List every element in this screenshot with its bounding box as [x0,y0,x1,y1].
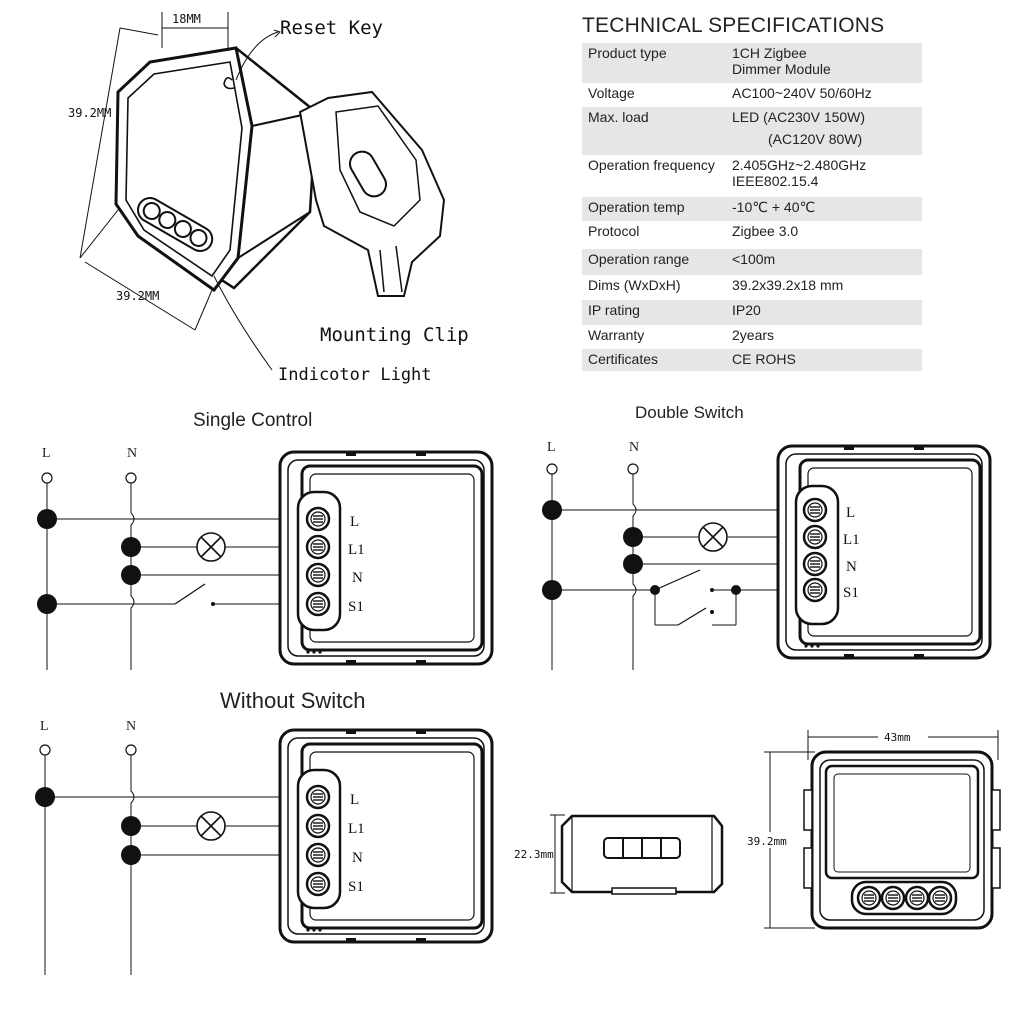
spec-label: Operation range [588,251,690,267]
spec-row-certificates: Certificates CE ROHS [582,349,922,371]
dim-width-label: 39.2MM [116,289,159,303]
spec-row-protocol: Protocol Zigbee 3.0 [582,221,922,249]
spec-value-line: Zigbee 3.0 [732,223,799,239]
double-terminal-l: L [846,505,855,521]
spec-value-line: IP20 [732,302,761,318]
spec-row-warranty: Warranty 2years [582,325,922,349]
without-terminal-l: L [350,792,359,808]
spec-value-line: -10℃ + 40℃ [732,199,816,215]
single-terminal-n: N [352,570,363,586]
spec-value-line: CE ROHS [732,351,796,367]
single-terminal-l1: L1 [348,542,365,558]
spec-label: Max. load [588,109,649,125]
front-view-dimension-drawing: 43mm 39.2mm [745,728,1001,930]
spec-label: Warranty [588,327,645,343]
single-l-label: L [42,446,51,461]
spec-label: Protocol [588,223,640,239]
double-terminal-s1: S1 [843,585,859,601]
device-isometric-drawing: 18MM 39.2MM 39.2MM Reset Key M [68,12,469,385]
spec-value: 39.2x39.2x18 mm [728,275,922,300]
spec-row-ip-rating: IP rating IP20 [582,300,922,325]
spec-value: IP20 [728,300,922,325]
spec-value-line: 1CH Zigbee [732,45,807,61]
spec-value-line: 2.405GHz~2.480GHz [732,157,867,173]
spec-value: -10℃ + 40℃ [728,197,922,221]
double-switch-diagram: Double Switch L N L L1 N S [542,403,992,670]
double-n-label: N [629,440,639,455]
single-control-title: Single Control [193,410,312,431]
without-n-label: N [126,719,136,734]
spec-value-line: 2years [732,327,775,343]
single-n-label: N [127,446,137,461]
spec-value: AC100~240V 50/60Hz [728,83,922,107]
spec-value-line: LED (AC230V 150W) [732,109,866,125]
spec-label: Voltage [588,85,635,101]
double-terminal-n: N [846,559,857,575]
without-l-label: L [40,719,49,734]
spec-value: 1CH Zigbee Dimmer Module [728,43,922,83]
dim-height-label: 39.2MM [68,106,111,120]
single-terminal-l: L [350,514,359,530]
spec-row-operation-temp: Operation temp -10℃ + 40℃ [582,197,922,221]
double-l-label: L [547,440,556,455]
mounting-clip-label: Mounting Clip [320,324,469,346]
without-switch-title: Without Switch [220,688,366,713]
spec-value: <100m [728,249,922,275]
double-terminal-l1: L1 [843,532,860,548]
without-terminal-l1: L1 [348,821,365,837]
spec-row-operation-frequency: Operation frequency 2.405GHz~2.480GHz IE… [582,155,922,197]
spec-value: 2years [728,325,922,349]
spec-label: Dims (WxDxH) [588,277,681,293]
without-terminal-s1: S1 [348,879,364,895]
spec-row-dims: Dims (WxDxH) 39.2x39.2x18 mm [582,275,922,300]
side-view-dimension-drawing: 22.3mm [514,814,724,895]
spec-value-line: Dimmer Module [732,61,831,77]
front-height-label: 39.2mm [747,835,787,848]
spec-value-line: 39.2x39.2x18 mm [732,277,844,293]
single-control-diagram: Single Control L N L L1 N S1 [37,410,494,670]
spec-row-max-load: Max. load LED (AC230V 150W) (AC120V 80W) [582,107,922,155]
spec-value: CE ROHS [728,349,922,371]
without-switch-diagram: Without Switch L N L L1 N S1 [35,688,494,975]
spec-label: Certificates [588,351,659,367]
technical-specifications-table: TECHNICAL SPECIFICATIONS Product type 1C… [582,14,922,371]
spec-label: IP rating [588,302,640,318]
double-switch-title: Double Switch [635,403,744,422]
without-terminal-n: N [352,850,363,866]
spec-label: Product type [588,45,667,61]
spec-row-product-type: Product type 1CH Zigbee Dimmer Module [582,43,922,83]
spec-row-operation-range: Operation range <100m [582,249,922,275]
indicator-light-label: Indicotor Light [278,365,432,385]
spec-value-line: <100m [732,251,776,267]
spec-row-voltage: Voltage AC100~240V 50/60Hz [582,83,922,107]
reset-key-label: Reset Key [280,17,383,39]
specs-title: TECHNICAL SPECIFICATIONS [582,14,885,37]
spec-value: Zigbee 3.0 [728,221,922,249]
spec-label: Operation frequency [588,157,715,173]
spec-label: Operation temp [588,199,685,215]
side-height-label: 22.3mm [514,848,554,861]
spec-value-line: IEEE802.15.4 [732,173,819,189]
spec-value: 2.405GHz~2.480GHz IEEE802.15.4 [728,155,922,197]
spec-value-line: (AC120V 80W) [768,131,863,147]
spec-value-line: AC100~240V 50/60Hz [732,85,872,101]
dim-depth-label: 18MM [172,12,201,26]
front-width-label: 43mm [884,731,911,744]
single-terminal-s1: S1 [348,599,364,615]
spec-value: LED (AC230V 150W) (AC120V 80W) [728,107,922,155]
